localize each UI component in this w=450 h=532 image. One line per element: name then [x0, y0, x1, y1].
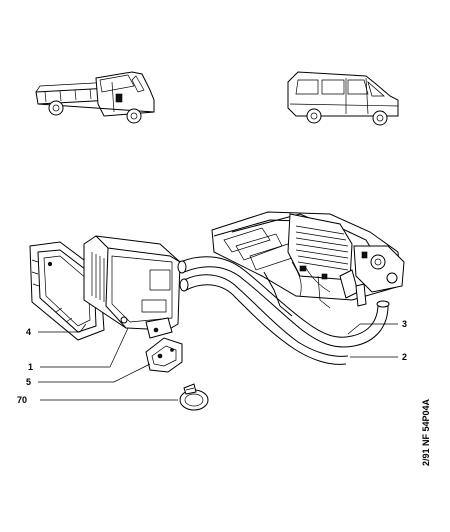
callout-70: 70 [17, 395, 27, 405]
callout-5: 5 [26, 377, 31, 387]
heater-distribution-unit [211, 211, 405, 317]
callout-4: 4 [26, 327, 31, 337]
callout-3: 3 [402, 319, 407, 329]
hose-clamp-part-70 [179, 383, 209, 411]
reference-code-text: 2/91 NF 54P04A [421, 398, 431, 466]
leader-lines [38, 323, 398, 401]
callout-1: 1 [28, 362, 33, 372]
reference-code: 2/91 NF 54P04A [421, 398, 431, 466]
heater-core-part-1 [83, 235, 181, 339]
callout-2: 2 [402, 352, 407, 362]
heater-hoses-parts-2-3 [177, 256, 390, 365]
bracket-part-5 [145, 337, 183, 373]
pickup-truck-illustration [35, 71, 155, 124]
van-illustration [287, 71, 399, 126]
